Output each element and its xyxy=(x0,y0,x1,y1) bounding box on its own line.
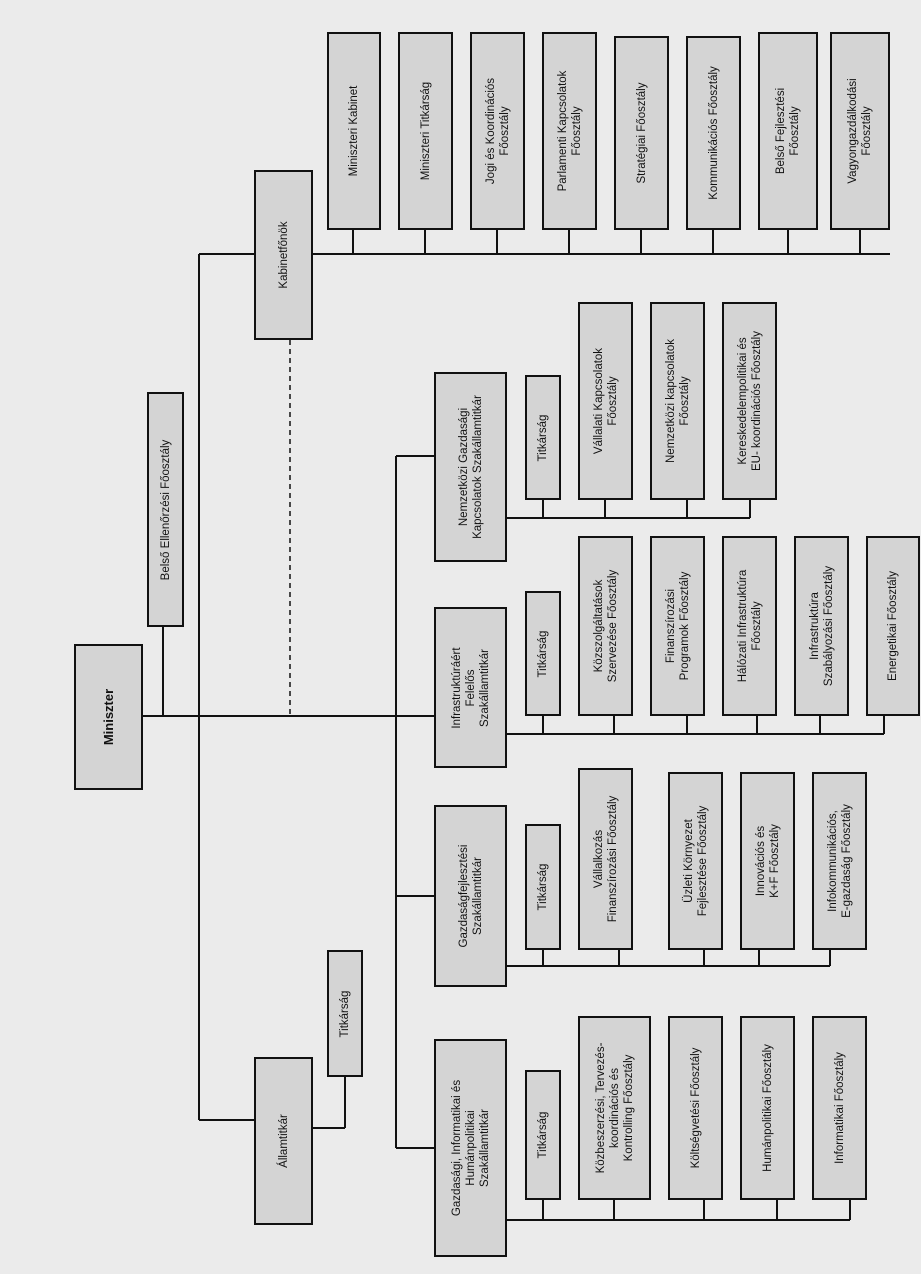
box-cabinet-unit: Belső Fejlesztési Főosztály xyxy=(758,32,818,230)
box-department: Nemzetközi kapcsolatok Főosztály xyxy=(650,302,705,500)
box-label: Nemzetközi Gazdasági Kapcsolatok Szakáll… xyxy=(457,395,484,539)
box-department: Költségvetési Főosztály xyxy=(668,1016,723,1200)
box-state-secretary: Államtitkár xyxy=(254,1057,313,1225)
box-department: Vállalkozás Finanszírozási Főosztály xyxy=(578,768,633,950)
box-label: Költségvetési Főosztály xyxy=(689,1047,702,1169)
box-department: Közbeszerzési, Tervezés- koordinációs és… xyxy=(578,1016,651,1200)
box-label: Nemzetközi kapcsolatok Főosztály xyxy=(664,339,691,463)
box-cabinet-unit: Miniszteri Kabinet xyxy=(327,32,381,230)
box-label: Gazdasági, Informatikai és Humánpolitika… xyxy=(450,1079,491,1217)
box-secretariat: Titkárság xyxy=(525,591,561,716)
box-department: Innovációs és K+F Főosztály xyxy=(740,772,795,950)
box-department: Üzleti Környezet Fejlesztése Főosztály xyxy=(668,772,723,950)
box-secretariat: Titkárság xyxy=(525,1070,561,1200)
box-label: Titkárság xyxy=(537,414,549,461)
box-department: Infrastruktúra Szabályozási Főosztály xyxy=(794,536,849,716)
box-label: Üzleti Környezet Fejlesztése Főosztály xyxy=(682,805,709,917)
box-cabinet-unit: Kommunikációs Főosztály xyxy=(686,36,741,230)
box-deputy-infrastructure: Infrastruktúráért Felelős Szakállamtitká… xyxy=(434,607,507,768)
box-label: Belső Ellenőrzési Főosztály xyxy=(159,439,172,580)
box-label: Informatikai Főosztály xyxy=(833,1052,846,1164)
box-state-secretary-secretariat: Titkárság xyxy=(327,950,363,1077)
box-label: Miniszter xyxy=(100,688,116,746)
box-label: Energetikai Főosztály xyxy=(887,571,899,681)
box-label: Közszolgáltatások Szervezése Főosztály xyxy=(592,569,619,683)
box-label: Humánpolitikai Főosztály xyxy=(761,1044,774,1172)
box-label: Belső Fejlesztési Főosztály xyxy=(775,87,801,175)
box-label: Stratégiai Főosztály xyxy=(635,82,648,184)
box-label: Hálózati Infrastruktúra Főosztály xyxy=(736,569,763,683)
box-label: Infokommunikációs, E-gazdaság Főosztály xyxy=(826,804,853,918)
box-secretariat: Titkárság xyxy=(525,824,561,950)
box-label: Vállalati Kapcsolatok Főosztály xyxy=(592,347,619,455)
box-cabinet-unit: Parlamenti Kapcsolatok Főosztály xyxy=(542,32,597,230)
box-label: Kereskedelempolitikai és EU- koordináció… xyxy=(736,331,763,471)
box-label: Miniszteri Titkárság xyxy=(419,81,432,181)
box-label: Jogi és Koordinációs Főosztály xyxy=(484,77,511,185)
box-deputy-international: Nemzetközi Gazdasági Kapcsolatok Szakáll… xyxy=(434,372,507,562)
box-label: Kabinetfőnök xyxy=(277,221,290,289)
box-minister: Miniszter xyxy=(74,644,143,790)
box-label: Infrastruktúráért Felelős Szakállamtitká… xyxy=(450,646,491,729)
box-label: Parlamenti Kapcsolatok Főosztály xyxy=(556,70,583,192)
box-department: Infokommunikációs, E-gazdaság Főosztály xyxy=(812,772,867,950)
box-label: Gazdaságfejlesztési Szakállamtitkár xyxy=(457,844,484,948)
box-cabinet-unit: Stratégiai Főosztály xyxy=(614,36,669,230)
box-cabinet-unit: Jogi és Koordinációs Főosztály xyxy=(470,32,525,230)
box-label: Titkárság xyxy=(537,863,549,911)
box-label: Titkárság xyxy=(339,990,351,1037)
box-label: Vállalkozás Finanszírozási Főosztály xyxy=(592,795,619,923)
box-department: Vállalati Kapcsolatok Főosztály xyxy=(578,302,633,500)
box-department: Informatikai Főosztály xyxy=(812,1016,867,1200)
box-chief-of-cabinet: Kabinetfőnök xyxy=(254,170,313,340)
box-department: Finanszírozási Programok Főosztály xyxy=(650,536,705,716)
box-department: Humánpolitikai Főosztály xyxy=(740,1016,795,1200)
box-label: Miniszteri Kabinet xyxy=(348,85,360,177)
box-cabinet-unit: Vagyongazdálkodási Főosztály xyxy=(830,32,890,230)
box-secretariat: Titkárság xyxy=(525,375,561,500)
box-deputy-economic-hr: Gazdasági, Informatikai és Humánpolitika… xyxy=(434,1039,507,1257)
box-internal-audit: Belső Ellenőrzési Főosztály xyxy=(147,392,184,627)
box-department: Hálózati Infrastruktúra Főosztály xyxy=(722,536,777,716)
box-label: Vagyongazdálkodási Főosztály xyxy=(847,78,873,184)
box-cabinet-unit: Miniszteri Titkárság xyxy=(398,32,453,230)
box-deputy-economic-development: Gazdaságfejlesztési Szakállamtitkár xyxy=(434,805,507,987)
box-label: Közbeszerzési, Tervezés- koordinációs és… xyxy=(594,1042,635,1174)
box-department: Kereskedelempolitikai és EU- koordináció… xyxy=(722,302,777,500)
box-department: Közszolgáltatások Szervezése Főosztály xyxy=(578,536,633,716)
box-label: Infrastruktúra Szabályozási Főosztály xyxy=(808,565,835,687)
box-label: Kommunikációs Főosztály xyxy=(707,66,720,200)
box-label: Államtitkár xyxy=(277,1114,290,1168)
box-department: Energetikai Főosztály xyxy=(866,536,920,716)
box-label: Innovációs és K+F Főosztály xyxy=(754,824,781,898)
box-label: Titkárság xyxy=(537,630,549,677)
box-label: Titkárság xyxy=(537,1111,549,1159)
box-label: Finanszírozási Programok Főosztály xyxy=(664,571,691,681)
